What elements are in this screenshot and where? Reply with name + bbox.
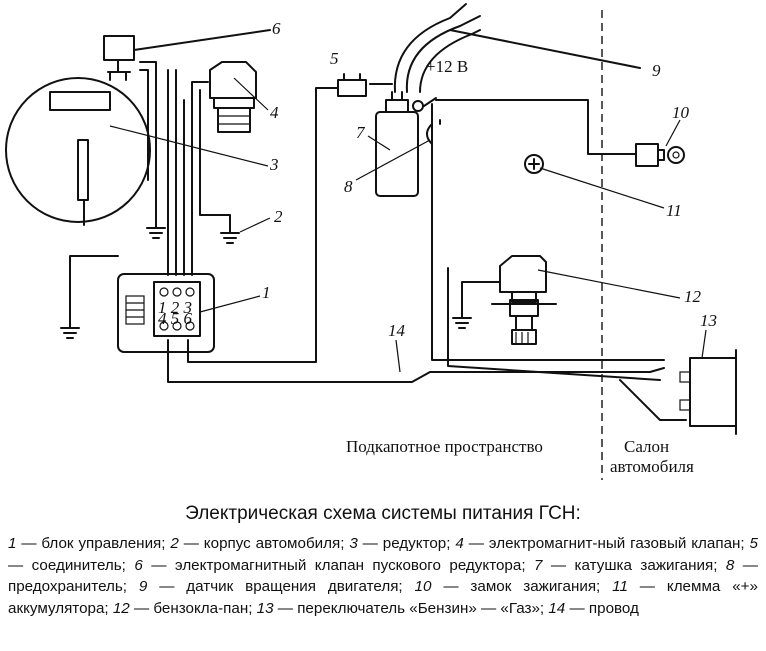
label-10: 10 (672, 103, 690, 122)
legend-number: 3 (349, 535, 358, 552)
legend-number: 1 (8, 535, 17, 552)
petrol-valve (491, 255, 557, 345)
fuse (412, 97, 441, 145)
wiring-diagram: 1 2 3 4 5 6 (5, 3, 737, 480)
control-block (117, 273, 215, 353)
label-13: 13 (700, 311, 717, 330)
label-4: 4 (270, 103, 279, 122)
block-pins-top: 1 2 3 (158, 298, 192, 317)
wires (69, 29, 687, 421)
connector (337, 73, 367, 97)
label-6: 6 (272, 19, 281, 38)
legend-number: 6 (134, 556, 143, 574)
label-11: 11 (666, 201, 682, 220)
label-7: 7 (356, 123, 366, 142)
label-8: 8 (344, 177, 353, 196)
legend-number: 5 (749, 535, 758, 552)
label-14: 14 (388, 321, 406, 340)
legend-text: — бензокла-пан; (129, 599, 257, 617)
legend-number: 9 (138, 578, 148, 595)
legend-text: — замок зажигания; (431, 578, 613, 595)
legend-text: — предохранитель; (8, 556, 758, 596)
leader-lines (109, 77, 707, 373)
legend-number: 8 (725, 556, 735, 574)
legend-number: 2 (170, 535, 179, 552)
legend-text: — клемма «+» аккумулятора; (8, 578, 758, 617)
legend-text: — катушка зажигания; (542, 556, 726, 574)
label-1: 1 (262, 283, 271, 302)
fuel-switch (679, 349, 737, 435)
legend-number: 11 (612, 578, 628, 595)
legend-text: — электромагнит-ный газовый клапан; (463, 535, 750, 552)
engine-bay-label: Подкапотное пространство (346, 437, 543, 456)
legend-text: — блок управления; (16, 535, 171, 552)
diagram-caption: Электрическая схема системы питания ГСН: (185, 503, 581, 524)
label-9: 9 (652, 61, 661, 80)
legend-text: — датчик вращения двигателя; (147, 578, 415, 595)
ignition-coil (375, 91, 419, 197)
reducer (5, 77, 151, 226)
legend: 1 — блок управления; 2 — корпус автомоби… (8, 533, 758, 619)
legend-number: 10 (414, 578, 432, 595)
gas-valve (209, 61, 257, 133)
ignition-lock (635, 143, 685, 167)
label-2: 2 (274, 207, 283, 226)
legend-number: 4 (455, 535, 464, 552)
ground-symbols (60, 227, 472, 339)
label-5: 5 (330, 49, 339, 68)
cabin-label-1: Салон (624, 437, 669, 456)
legend-number: 7 (534, 556, 543, 574)
cabin-label-2: автомобиля (610, 457, 694, 476)
legend-number: 13 (256, 599, 274, 617)
start-valve (103, 35, 135, 81)
legend-text: — переключатель «Бензин» — «Газ»; (273, 599, 549, 617)
legend-text: — редуктор; (357, 535, 456, 552)
label-3: 3 (269, 155, 279, 174)
legend-number: 14 (548, 599, 566, 617)
label-plus12: +12 В (426, 57, 468, 76)
battery-terminal (524, 154, 544, 174)
legend-number: 12 (112, 599, 130, 617)
legend-text: — соединитель; (8, 556, 135, 574)
legend-text: — провод (565, 599, 639, 617)
label-12: 12 (684, 287, 702, 306)
legend-text: — электромагнитный клапан пускового реду… (142, 556, 534, 574)
rpm-sensor-cable (393, 3, 641, 93)
legend-text: — корпус автомобиля; (178, 535, 350, 552)
block-pins-bottom: 4 5 6 (158, 309, 193, 328)
